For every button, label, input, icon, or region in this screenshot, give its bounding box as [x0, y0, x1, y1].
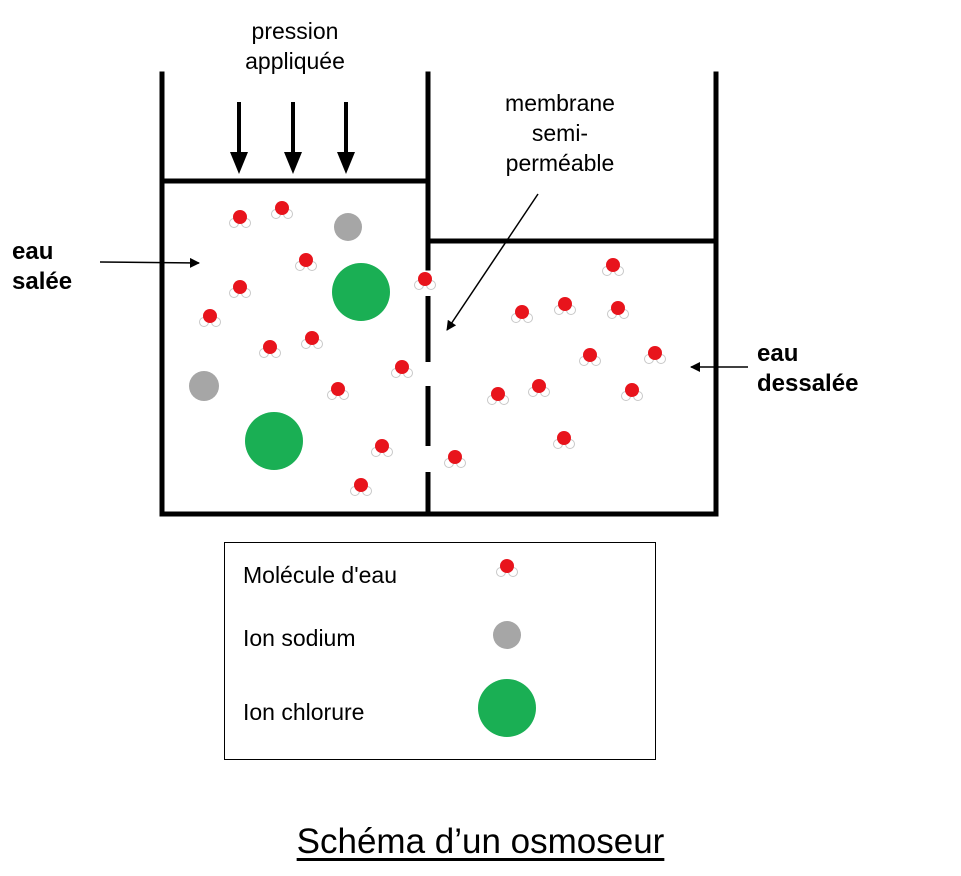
pressure-label: pression appliquée: [210, 16, 380, 76]
water-molecule: [328, 382, 349, 400]
salt-water-label: eau salée: [12, 237, 72, 297]
pressure-label-line2: appliquée: [210, 46, 380, 76]
water-molecule: [230, 210, 251, 228]
water-molecule: [580, 348, 601, 366]
legend-label-sodium: Ion sodium: [243, 624, 356, 652]
desalted-water-label: eau dessalée: [757, 339, 858, 399]
pressure-arrows: [230, 102, 355, 174]
water-molecule: [272, 201, 293, 219]
water-molecule: [392, 360, 413, 378]
legend-sodium-ion-icon: [491, 619, 523, 651]
chloride-ion: [332, 263, 390, 321]
water-molecule: [415, 272, 436, 290]
desalted-water-label-line2: dessalée: [757, 369, 858, 399]
legend-chloride-ion-icon: [477, 678, 537, 738]
salt-water-label-line1: eau: [12, 237, 72, 267]
desalted-water-label-line1: eau: [757, 339, 858, 369]
pressure-arrow: [284, 102, 302, 174]
water-molecule: [554, 431, 575, 449]
water-molecule: [351, 478, 372, 496]
legend-label-water: Molécule d'eau: [243, 561, 397, 589]
legend: Molécule d'eau Ion sodium Ion chlorure: [224, 542, 656, 760]
water-molecule: [622, 383, 643, 401]
membrane-label-line3: perméable: [470, 148, 650, 178]
water-molecule: [445, 450, 466, 468]
water-molecule: [512, 305, 533, 323]
sodium-ion: [334, 213, 362, 241]
pressure-arrow: [337, 102, 355, 174]
membrane-label-line1: membrane: [470, 88, 650, 118]
membrane-label: membrane semi- perméable: [470, 88, 650, 178]
salt-water-label-line2: salée: [12, 267, 72, 297]
membrane-label-line2: semi-: [470, 118, 650, 148]
water-molecule: [488, 387, 509, 405]
water-molecule: [608, 301, 629, 319]
legend-water-molecule-icon: [487, 555, 527, 585]
water-molecule: [372, 439, 393, 457]
water-molecule: [555, 297, 576, 315]
legend-label-chloride: Ion chlorure: [243, 698, 364, 726]
water-molecule: [200, 309, 221, 327]
water-molecule: [260, 340, 281, 358]
water-molecule: [603, 258, 624, 276]
water-molecule: [645, 346, 666, 364]
pressure-label-line1: pression: [210, 16, 380, 46]
water-molecule: [529, 379, 550, 397]
salt-water-pointer-arrow: [100, 262, 199, 263]
ions: [189, 213, 390, 470]
diagram-caption: Schéma d’un osmoseur: [0, 822, 961, 862]
water-molecule: [302, 331, 323, 349]
pressure-arrow: [230, 102, 248, 174]
sodium-ion: [189, 371, 219, 401]
water-molecule: [296, 253, 317, 271]
chloride-ion: [245, 412, 303, 470]
water-molecule: [230, 280, 251, 298]
